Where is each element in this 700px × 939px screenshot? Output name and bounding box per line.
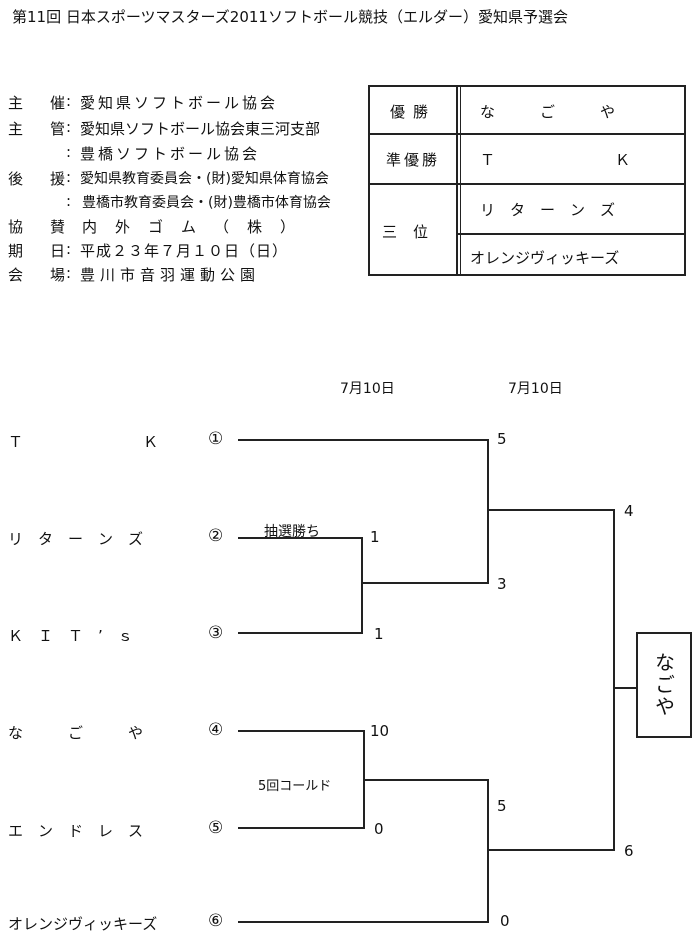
score: 4: [624, 502, 634, 520]
bracket-line: [238, 850, 489, 923]
team-name: な ご や: [8, 724, 144, 742]
champion-name: なごや: [651, 652, 676, 718]
team-seed: ③: [208, 623, 224, 643]
organizer-label-venue: 会 場: [8, 266, 72, 284]
organizer-colon: :: [66, 192, 72, 210]
organizer-value-sponsor: 内外ゴム（株）: [82, 218, 314, 236]
organizer-label-host: 主 催: [8, 94, 72, 112]
organizer-colon: :: [66, 92, 72, 110]
bracket-line: [238, 439, 489, 510]
score: 10: [370, 722, 390, 740]
organizer-label-sponsor: 協 賛: [8, 218, 72, 236]
runner-up-label: 準優勝: [385, 151, 440, 169]
team-seed: ⑥: [208, 911, 224, 931]
winner-label: 優勝: [389, 103, 436, 121]
called-game-note: 5回コールド: [258, 779, 332, 794]
score: 5: [497, 430, 507, 448]
champion-box: なごや: [636, 632, 692, 738]
organizer-value-venue: 豊川市音羽運動公園: [80, 266, 261, 284]
organizer-value-support: 愛知県教育委員会・(財)愛知県体育協会: [80, 171, 329, 187]
third-name-1: リ タ ー ン ズ: [480, 201, 616, 219]
organizer-value-host: 愛知県ソフトボール協会: [80, 94, 279, 112]
organizer-colon: :: [66, 143, 72, 161]
bracket-line: [238, 780, 365, 829]
organizer-colon: :: [66, 240, 72, 258]
organizer-value-support-2: 豊橋市教育委員会・(財)豊橋市体育協会: [82, 195, 331, 211]
table-divider: [456, 87, 458, 274]
team-seed: ①: [208, 429, 224, 449]
organizer-colon: :: [66, 168, 72, 186]
team-name: Ｔ Ｋ: [8, 433, 159, 451]
score: 5: [497, 797, 507, 815]
team-name: オレンジヴィッキーズ: [8, 915, 158, 933]
bracket-line: [488, 688, 615, 851]
table-divider: [460, 87, 461, 274]
score: 0: [500, 912, 510, 930]
team-seed: ②: [208, 526, 224, 546]
score: 1: [374, 625, 384, 643]
round2-date: 7月10日: [508, 381, 563, 397]
runner-up-name: Ｔ Ｋ: [480, 151, 631, 169]
table-divider: [456, 233, 684, 235]
organizer-colon: :: [66, 118, 72, 136]
organizer-label-support: 後 援: [8, 170, 72, 188]
third-name-2: オレンジヴィッキーズ: [470, 249, 620, 267]
bracket-line: [238, 537, 363, 583]
team-name: Ｋ Ｉ Ｔ ’ ｓ: [8, 627, 133, 645]
table-divider: [370, 183, 684, 185]
score: 6: [624, 842, 634, 860]
team-name: リ タ ー ン ズ: [8, 530, 144, 548]
organizer-value-manager: 愛知県ソフトボール協会東三河支部: [80, 120, 321, 138]
score: 3: [497, 575, 507, 593]
team-seed: ④: [208, 720, 224, 740]
team-seed: ⑤: [208, 818, 224, 838]
table-divider: [370, 133, 684, 135]
page-title: 第11回 日本スポーツマスターズ2011ソフトボール競技（エルダー）愛知県予選会: [12, 8, 568, 26]
organizer-value-manager-2: 豊橋ソフトボール協会: [80, 145, 261, 163]
organizer-value-date: 平成２３年７月１０日（日）: [80, 242, 289, 260]
team-name: エ ン ド レ ス: [8, 822, 144, 840]
winner-name: な ご や: [480, 103, 616, 121]
organizer-colon: :: [66, 264, 72, 282]
score: 1: [370, 528, 380, 546]
bracket-line: [238, 583, 363, 634]
score: 0: [374, 820, 384, 838]
third-label: 三位: [381, 223, 444, 241]
results-table: 優勝 な ご や 準優勝 Ｔ Ｋ 三位 リ タ ー ン ズ オレンジヴィッキーズ: [368, 85, 686, 276]
organizer-label-date: 期 日: [8, 242, 72, 260]
bracket-line: [238, 730, 365, 780]
lottery-note: 抽選勝ち: [264, 524, 320, 540]
organizer-label-manager: 主 管: [8, 120, 72, 138]
bracket-line: [364, 779, 489, 850]
bracket-line: [362, 510, 489, 584]
bracket-line: [488, 509, 615, 688]
round1-date: 7月10日: [340, 381, 395, 397]
